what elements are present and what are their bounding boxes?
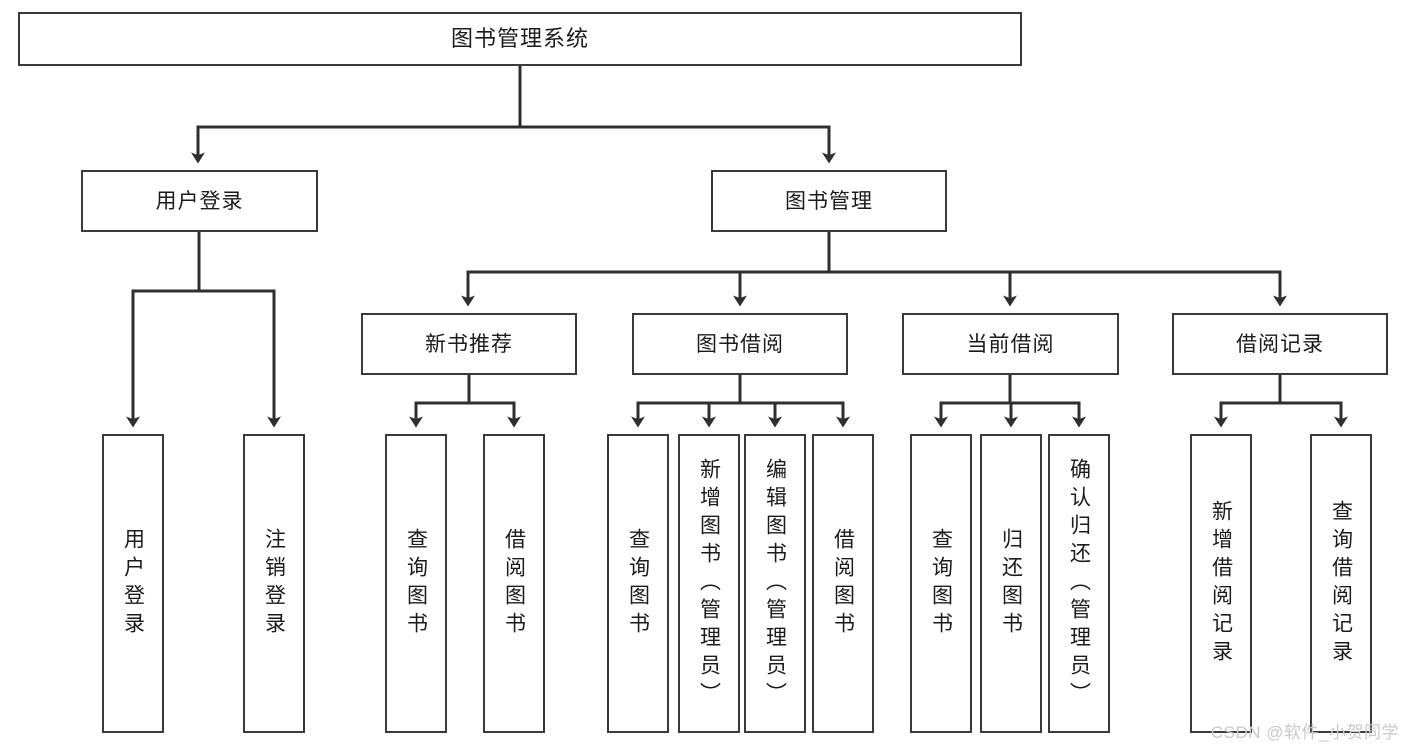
leaf-confirm-return[interactable]: 确认归还（管理员） xyxy=(1048,434,1110,733)
leaf-user-login[interactable]: 用户登录 xyxy=(102,434,164,733)
leaf-logout[interactable]: 注销登录 xyxy=(243,434,305,733)
node-book-management-system[interactable]: 图书管理系统 xyxy=(18,12,1022,66)
node-label: 查询图书 xyxy=(404,527,428,640)
leaf-borrow-book-1[interactable]: 借阅图书 xyxy=(483,434,545,733)
node-user-login[interactable]: 用户登录 xyxy=(81,170,318,232)
node-label: 当前借阅 xyxy=(966,332,1055,356)
node-label: 新增图书（管理员） xyxy=(697,457,721,710)
node-borrow-record[interactable]: 借阅记录 xyxy=(1172,313,1388,375)
node-label: 图书借阅 xyxy=(696,332,784,356)
node-current-borrow[interactable]: 当前借阅 xyxy=(902,313,1119,375)
node-label: 图书管理 xyxy=(785,189,873,213)
node-label: 注销登录 xyxy=(262,527,286,640)
leaf-query-book-3[interactable]: 查询图书 xyxy=(910,434,972,733)
leaf-query-book-1[interactable]: 查询图书 xyxy=(385,434,447,733)
node-book-borrow[interactable]: 图书借阅 xyxy=(632,313,848,375)
leaf-add-borrow-record[interactable]: 新增借阅记录 xyxy=(1190,434,1252,733)
leaf-borrow-book-2[interactable]: 借阅图书 xyxy=(812,434,874,733)
node-label: 归还图书 xyxy=(999,527,1023,640)
leaf-return-book[interactable]: 归还图书 xyxy=(980,434,1042,733)
node-label: 用户登录 xyxy=(155,189,244,213)
node-label: 编辑图书（管理员） xyxy=(763,457,787,710)
node-label: 借阅图书 xyxy=(831,527,855,640)
node-label: 查询借阅记录 xyxy=(1329,499,1353,668)
node-label: 新增借阅记录 xyxy=(1209,499,1233,668)
node-label: 用户登录 xyxy=(121,527,145,640)
node-label: 查询图书 xyxy=(929,527,953,640)
node-new-book-recommend[interactable]: 新书推荐 xyxy=(361,313,577,375)
node-label: 借阅记录 xyxy=(1236,332,1324,356)
leaf-edit-book[interactable]: 编辑图书（管理员） xyxy=(744,434,806,733)
node-label: 图书管理系统 xyxy=(450,26,589,51)
leaf-query-borrow-record[interactable]: 查询借阅记录 xyxy=(1310,434,1372,733)
leaf-add-book[interactable]: 新增图书（管理员） xyxy=(678,434,740,733)
node-label: 确认归还（管理员） xyxy=(1067,457,1091,710)
leaf-query-book-2[interactable]: 查询图书 xyxy=(607,434,669,733)
node-label: 新书推荐 xyxy=(425,332,513,356)
node-label: 借阅图书 xyxy=(502,527,526,640)
node-label: 查询图书 xyxy=(626,527,650,640)
node-book-manage[interactable]: 图书管理 xyxy=(711,170,947,232)
